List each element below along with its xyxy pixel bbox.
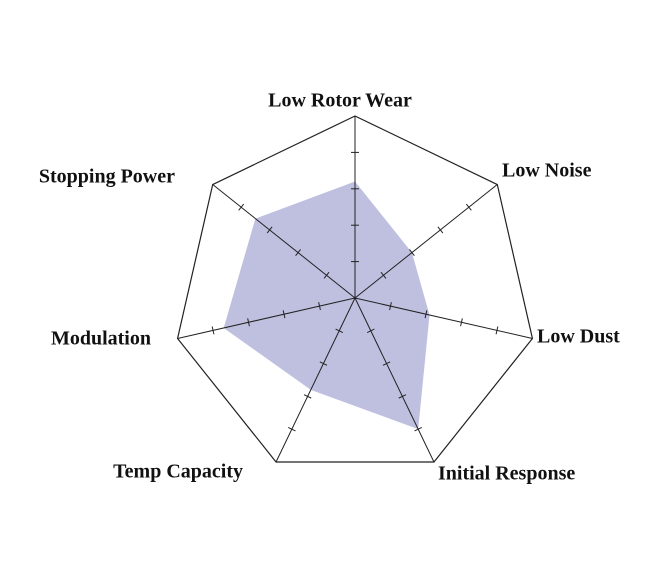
tick-mark — [389, 302, 392, 311]
spoke-3 — [354, 297, 435, 463]
tick-mark — [414, 426, 422, 432]
tick-mark — [211, 326, 215, 335]
tick-mark — [247, 318, 250, 327]
tick-mark — [398, 394, 407, 399]
radar-outer-frame — [176, 115, 534, 463]
tick-mark — [335, 328, 344, 333]
tick-mark — [266, 226, 273, 234]
tick-mark — [288, 426, 296, 432]
tick-mark — [282, 310, 286, 319]
tick-mark — [319, 361, 328, 366]
tick-mark — [495, 326, 499, 335]
spoke-2 — [354, 297, 533, 339]
spoke-4 — [275, 297, 356, 463]
tick-mark — [295, 249, 301, 257]
tick-mark — [318, 302, 321, 311]
axis-label: Modulation — [51, 328, 151, 350]
spoke-6 — [212, 184, 356, 299]
axis-label: Stopping Power — [39, 166, 175, 188]
tick-mark — [460, 318, 463, 327]
tick-mark — [303, 394, 312, 399]
tick-mark — [424, 310, 428, 319]
radar-series-layer — [223, 181, 430, 430]
tick-mark — [380, 271, 387, 279]
spoke-5 — [177, 297, 356, 339]
tick-mark — [465, 203, 472, 211]
radar-spokes — [177, 116, 533, 463]
tick-mark — [366, 328, 375, 333]
axis-label: Initial Response — [438, 463, 575, 485]
tick-mark — [238, 203, 245, 211]
radar-frame — [176, 115, 534, 463]
axis-label: Low Noise — [502, 160, 592, 182]
tick-mark — [409, 249, 415, 257]
series-area-0 — [223, 181, 430, 430]
tick-mark — [382, 361, 391, 366]
axis-label: Low Rotor Wear — [268, 90, 412, 112]
axis-label: Temp Capacity — [113, 461, 243, 483]
tick-mark — [437, 226, 444, 234]
spoke-1 — [354, 184, 498, 299]
tick-mark — [323, 271, 330, 279]
axis-label: Low Dust — [537, 326, 620, 348]
